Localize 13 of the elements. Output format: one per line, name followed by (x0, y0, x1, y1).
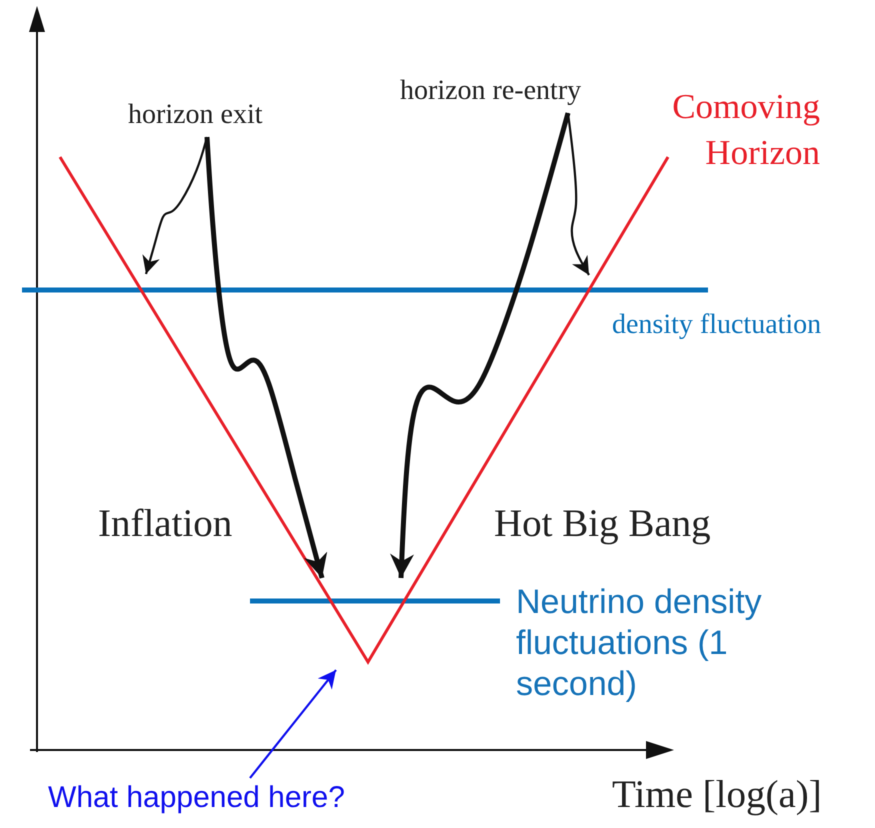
curve-label: Comoving Horizon (671, 86, 820, 174)
annotation-label: horizon exit (128, 98, 264, 132)
arrow (249, 669, 337, 779)
line-label: Neutrino density fluctuations (1 second) (516, 582, 763, 704)
arrow (390, 112, 570, 578)
annotation-label: horizon re-entry (400, 74, 582, 108)
era-label: Hot Big Bang (494, 501, 712, 547)
line-label: density fluctuation (612, 308, 822, 342)
arrow (566, 112, 590, 276)
arrow (204, 136, 328, 579)
question-label: What happened here? (48, 780, 346, 816)
era-label: Inflation (98, 501, 234, 547)
axis-label: Time [log(a)] (612, 772, 822, 817)
